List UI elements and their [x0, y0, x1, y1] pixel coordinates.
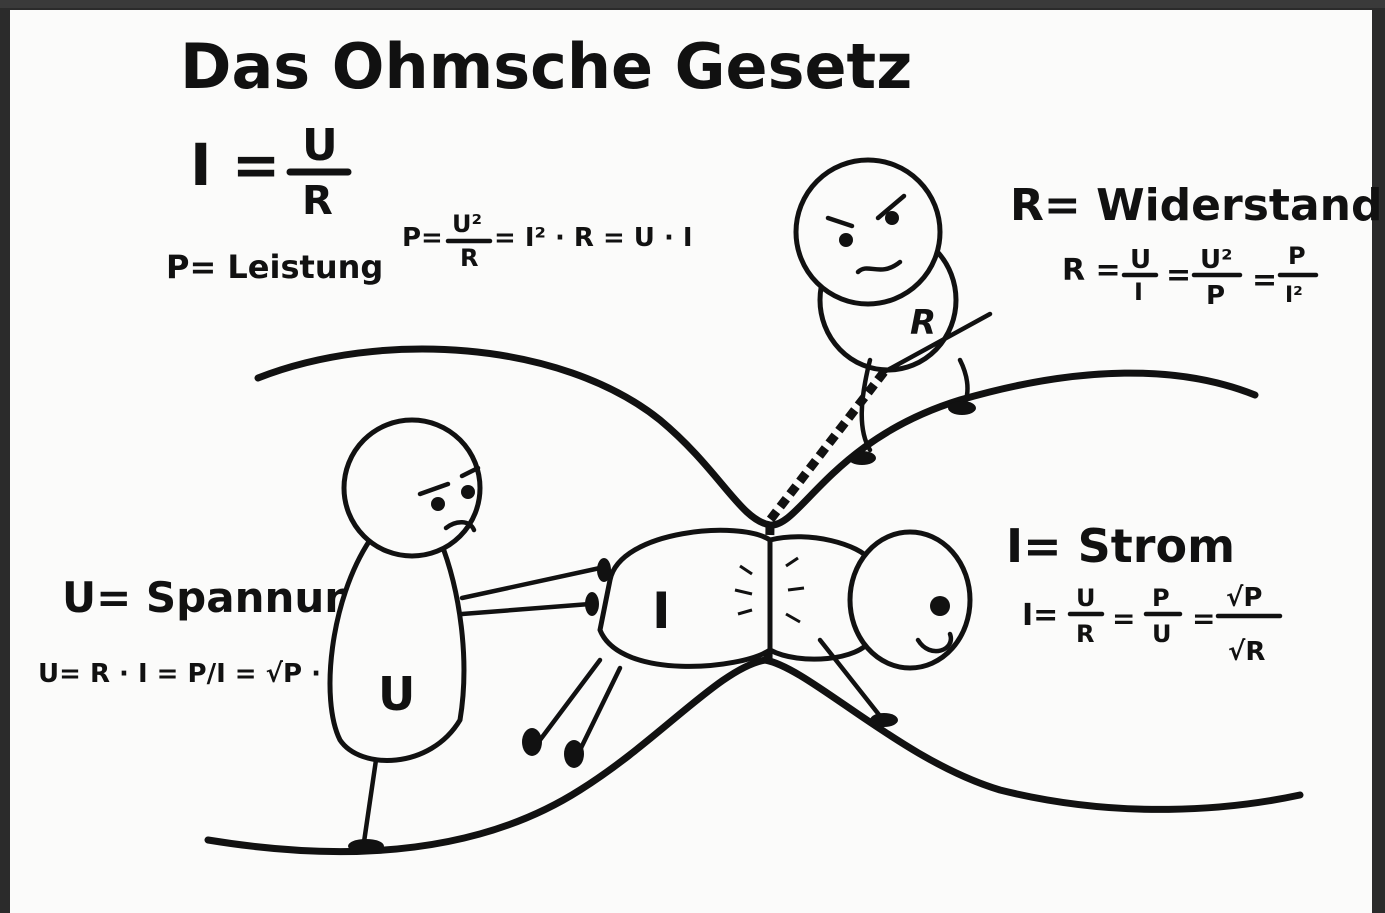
strom-f3-den: √R	[1228, 637, 1265, 667]
strom-f2-num: P	[1152, 584, 1170, 612]
current-foot-1	[522, 728, 542, 756]
voltage-eye-right	[461, 485, 475, 499]
current-head	[847, 529, 973, 671]
resistor-foot-left	[848, 451, 876, 465]
resistor-figure: R	[793, 157, 993, 465]
current-figure: I	[522, 527, 973, 768]
voltage-eye-left	[431, 497, 445, 511]
spannung-label: U= Spannung	[62, 573, 384, 622]
voltage-hand-upper	[597, 558, 611, 582]
widerstand-eq1: =	[1166, 258, 1191, 293]
current-body-left	[597, 527, 773, 669]
current-leg-1	[537, 657, 603, 743]
widerstand-label: R= Widerstand	[1010, 180, 1382, 231]
resistor-letter: R	[910, 303, 936, 343]
current-arm	[817, 637, 883, 719]
power-formula-den: R	[460, 244, 478, 272]
resistor-brow-left	[825, 215, 855, 229]
widerstand-f1-den: I	[1134, 278, 1143, 306]
widerstand-f1-num: U	[1130, 245, 1151, 275]
widerstand-f3-den: I²	[1285, 283, 1303, 308]
widerstand-f2-den: P	[1206, 281, 1225, 311]
resistor-eye-left	[839, 233, 853, 247]
main-formula-numerator: U	[302, 120, 338, 171]
widerstand-f2-num: U²	[1200, 245, 1233, 275]
strom-label: I= Strom	[1006, 519, 1235, 573]
resistor-head	[793, 157, 943, 307]
strom-i: I=	[1022, 598, 1058, 633]
resistor-arm	[881, 311, 993, 375]
voltage-figure: U	[327, 417, 611, 853]
strom-f1-den: R	[1076, 620, 1094, 648]
voltage-leg	[361, 757, 379, 845]
main-formula-lhs: I =	[190, 131, 280, 199]
paper-sheet	[10, 10, 1372, 913]
current-hand	[870, 713, 898, 727]
resistor-leg-left	[859, 357, 873, 453]
widerstand-r: R =	[1062, 253, 1121, 288]
voltage-arm-lower	[459, 601, 593, 617]
voltage-foot	[348, 839, 384, 853]
voltage-brow-left	[417, 481, 451, 497]
current-foot-2	[564, 740, 584, 768]
power-formula-rest: = I² · R = U · I	[494, 223, 693, 253]
resistor-brow-right	[875, 193, 907, 221]
voltage-hand-lower	[585, 592, 599, 616]
strain-lines	[734, 556, 805, 624]
strom-f2-den: U	[1152, 620, 1172, 648]
current-eye	[930, 596, 950, 616]
current-leg-2	[577, 665, 623, 753]
power-formula-p: P=	[402, 223, 443, 253]
spannung-formula: U= R · I = P/I = √P · √R	[38, 659, 367, 689]
voltage-head	[341, 417, 483, 559]
resistor-eye-right	[885, 211, 899, 225]
window-top-bar	[0, 0, 1385, 8]
voltage-body	[327, 537, 467, 763]
resistor-mouth	[855, 259, 903, 275]
voltage-arm-upper	[459, 565, 603, 601]
diagram-title: Das Ohmsche Gesetz	[180, 30, 912, 103]
widerstand-f3-num: P	[1288, 242, 1306, 270]
voltage-mouth	[443, 520, 477, 533]
strom-f1-num: U	[1076, 584, 1096, 612]
voltage-brow-right	[459, 465, 481, 479]
widerstand-eq2: =	[1252, 263, 1277, 298]
strom-eq2: =	[1192, 602, 1215, 635]
strom-f3-num: √P	[1226, 583, 1262, 613]
leistung-label: P= Leistung	[166, 248, 383, 286]
strom-eq1: =	[1112, 602, 1135, 635]
lower-wall	[204, 656, 1304, 856]
power-formula-num: U²	[452, 210, 482, 238]
main-formula-denominator: R	[302, 178, 333, 224]
current-letter: I	[652, 582, 671, 640]
voltage-letter: U	[378, 667, 415, 721]
resistor-foot-right	[948, 401, 976, 415]
current-mouth	[915, 631, 954, 654]
